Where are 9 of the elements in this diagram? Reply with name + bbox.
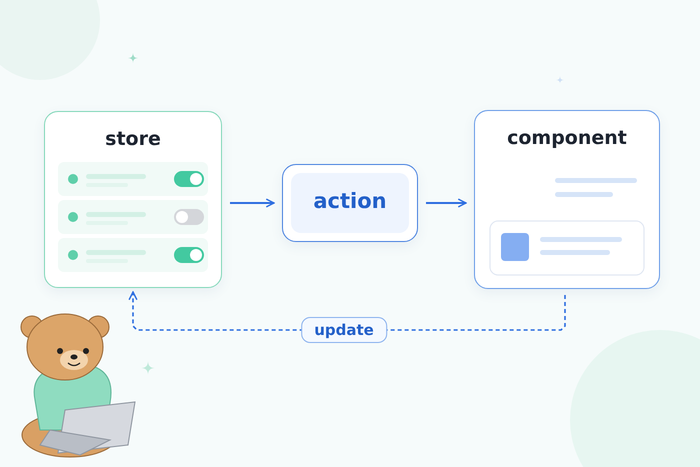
node-title: component	[506, 127, 628, 149]
action-box	[282, 164, 418, 242]
edge-label: update	[301, 317, 387, 343]
node-title: action	[312, 189, 388, 213]
component-card	[474, 110, 660, 289]
arrow	[426, 198, 467, 208]
store-card	[44, 111, 222, 288]
arrow	[230, 198, 275, 208]
node-title: store	[104, 128, 162, 150]
